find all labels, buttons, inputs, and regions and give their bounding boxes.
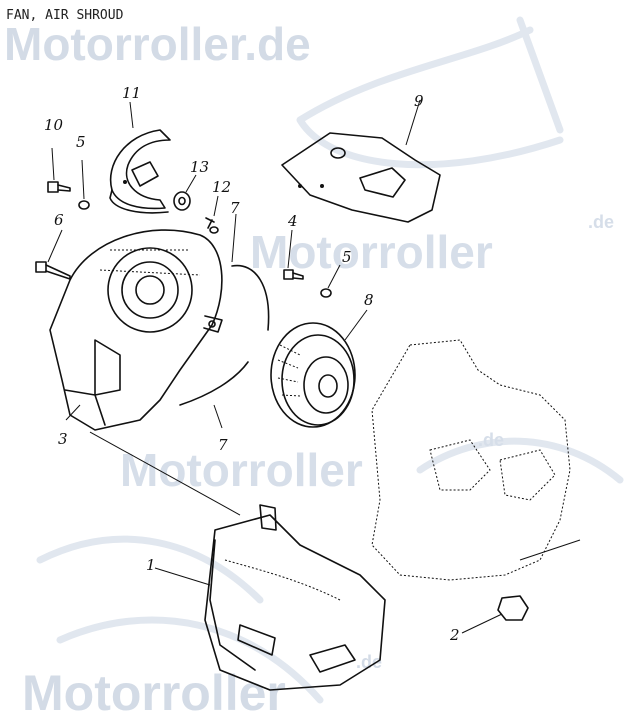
part-3-air-shroud [49,229,223,431]
callout-11: 11 [122,84,141,102]
part-2-nut [497,595,529,621]
callout-13: 13 [190,158,209,176]
callout-3: 3 [58,430,68,448]
part-8-fan [270,322,356,428]
part-5-washer-left [78,200,90,210]
part-11-cover [109,129,171,214]
part-9-plate [281,132,441,223]
callout-9: 9 [414,92,424,110]
part-7-seal-strip-lower [179,361,249,406]
watermark-top: Motorroller.de [4,18,311,70]
watermark-scooter-icon [36,16,624,704]
watermark-middle-suffix: .de [478,430,504,450]
watermark-bottom-suffix: .de [356,652,382,672]
part-6-bolt [35,261,71,280]
callout-5-left: 5 [76,133,86,151]
part-7-seal-strip-upper [231,264,270,331]
leader-lines [47,99,581,634]
part-1-lower-shroud [204,504,386,691]
callout-6: 6 [54,211,64,229]
callout-10: 10 [44,116,64,134]
callout-1: 1 [146,556,156,574]
part-13-washer [173,191,191,211]
part-4-bolt [283,269,304,280]
callout-12: 12 [212,178,231,196]
callout-4: 4 [287,212,298,230]
watermark-middle: Motorroller [120,444,363,496]
part-5-washer-right [320,288,332,298]
watermark-bottom: Motorroller [22,665,286,721]
watermark-layer: Motorroller.de Motorroller .de Motorroll… [4,16,624,721]
part-10-bolt [47,181,71,193]
watermark-middle-right-suffix: .de [588,212,614,232]
callout-5-right: 5 [342,248,352,266]
part-12-screw [205,217,219,234]
diagram-title: FAN, AIR SHROUD [6,8,124,23]
callout-2: 2 [449,626,460,644]
callout-7-upper: 7 [230,199,240,217]
callout-labels: 1 2 3 4 5 5 6 7 7 8 9 10 11 12 13 [44,84,460,644]
callout-8: 8 [364,291,374,309]
callout-7-lower: 7 [218,436,228,454]
engine-case-outline [371,339,571,581]
